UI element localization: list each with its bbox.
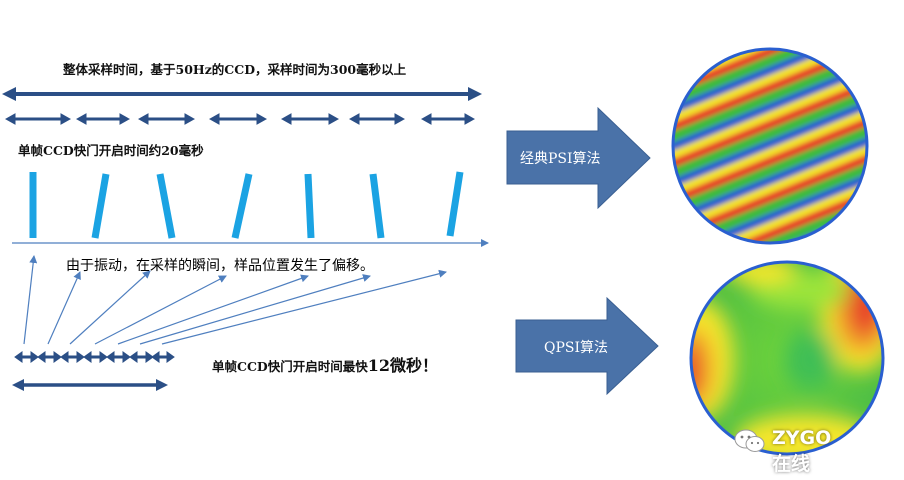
frame-arrows-row: [4, 113, 476, 125]
total-sampling-arrow: [2, 87, 482, 101]
fast-frame-arrow: [83, 351, 108, 363]
sample-bar: [369, 173, 385, 239]
fan-arrows: [23, 255, 447, 345]
fast-frame-arrows: [14, 351, 175, 363]
sample-bar: [304, 173, 315, 239]
sample-bar: [156, 173, 176, 239]
qpsi-arrow-label: QPSI算法: [544, 340, 609, 356]
psi-result-map: [671, 47, 869, 245]
fast-frame-label: 单帧CCD快门开启时间最快12微秒！: [212, 352, 438, 376]
fast-frame-arrow: [60, 351, 85, 363]
qpsi-block-arrow: [515, 296, 659, 396]
fast-frame-arrow: [106, 351, 131, 363]
fast-frame-arrow: [129, 351, 154, 363]
fast-frame-arrow: [37, 351, 62, 363]
psi-arrow-label: 经典PSI算法: [520, 151, 601, 167]
fast-frame-value: 12微秒！: [367, 356, 439, 375]
vibration-note: 由于振动，在采样的瞬间，样品位置发生了偏移。: [66, 258, 374, 274]
frame-arrow: [420, 113, 476, 125]
sample-bar: [446, 171, 464, 237]
fast-total-arrow: [12, 379, 168, 391]
total-sampling-label: 整体采样时间，基于50Hz的CCD，采样时间为300毫秒以上: [63, 62, 407, 77]
fast-frame-arrow: [151, 351, 175, 363]
watermark-text: ZYGO在线: [772, 427, 832, 475]
frame-arrow: [208, 113, 268, 125]
fast-frame-arrow: [14, 351, 39, 363]
sample-position-bars: [29, 171, 464, 239]
sample-bar: [91, 173, 110, 239]
frame-arrow: [280, 113, 340, 125]
frame-arrow: [137, 113, 196, 125]
wechat-icon: [734, 429, 765, 452]
frame-arrow: [75, 113, 131, 125]
single-frame-label: 单帧CCD快门开启时间约20毫秒: [18, 143, 204, 158]
frame-arrow: [4, 113, 72, 125]
fast-frame-prefix: 单帧CCD快门开启时间最快: [212, 359, 368, 374]
frame-arrow: [348, 113, 406, 125]
psi-block-arrow: [506, 106, 651, 210]
sample-bar: [231, 173, 253, 239]
